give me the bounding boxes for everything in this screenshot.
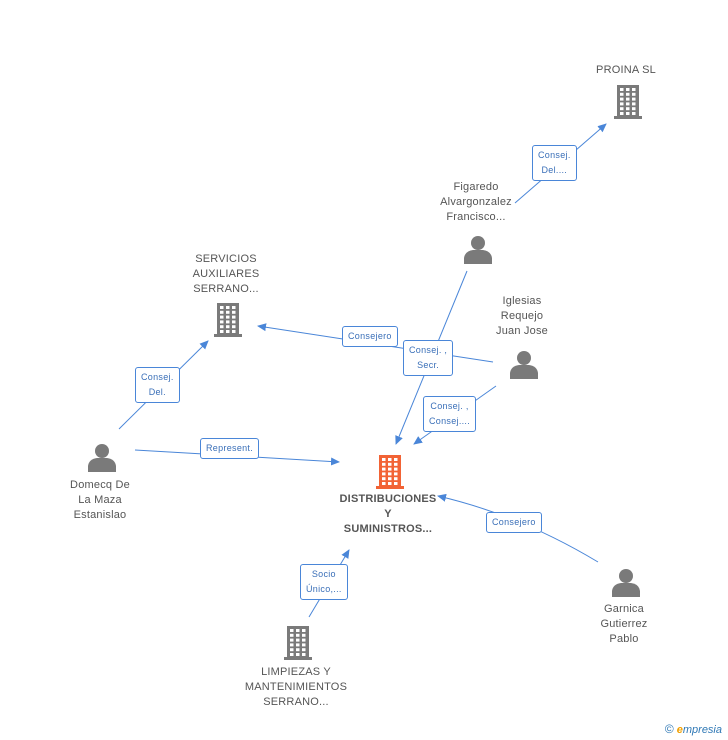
node-label-line: Alvargonzalez	[440, 196, 512, 208]
building-icon[interactable]	[214, 303, 242, 337]
node-label-line: SUMINISTROS...	[343, 523, 433, 535]
node-label-line: MANTENIMIENTOS	[244, 681, 348, 693]
node-label-servicios[interactable]: SERVICIOS AUXILIARES SERRANO...	[193, 252, 260, 297]
node-label-line: Iglesias	[502, 295, 542, 307]
edge-label-line: Consej.	[141, 372, 174, 382]
edge-label-line: Único,...	[306, 584, 342, 594]
node-label-line: SERVICIOS	[195, 253, 257, 265]
edge-label-line: Secr.	[417, 360, 440, 370]
brand-name: mpresia	[682, 724, 722, 736]
node-label-line: Figaredo	[453, 181, 499, 193]
node-label-line: DISTRIBUCIONES	[339, 493, 437, 505]
building-icon[interactable]	[376, 455, 404, 489]
edge-label-iglesias-distribuciones[interactable]: Consej. , Consej....	[423, 396, 477, 432]
edge-label-line: Consej. ,	[409, 345, 448, 355]
node-label-line: Estanislao	[73, 509, 127, 521]
edge-label-line: Consej.	[538, 150, 571, 160]
edge-label-domecq-distribuciones[interactable]: Represent.	[200, 438, 260, 459]
node-label-line: Francisco...	[446, 211, 506, 223]
edge-label-iglesias-servicios[interactable]: Consejero	[342, 326, 398, 347]
edge-label-line: Consejero	[348, 331, 392, 341]
node-label-line: Garnica	[604, 603, 644, 615]
edge-label-line: Consejero	[492, 517, 536, 527]
node-label-line: Gutierrez	[600, 618, 648, 630]
person-icon[interactable]	[464, 236, 492, 264]
node-label-line: La Maza	[78, 494, 122, 506]
node-label-line: Domecq De	[70, 479, 130, 491]
edge-label-line: Del....	[541, 165, 568, 175]
edge-label-line: Consej....	[429, 416, 471, 426]
edge-label-domecq-servicios[interactable]: Consej. Del.	[135, 367, 180, 403]
edge-label-figaredo-distribuciones[interactable]: Consej. , Secr.	[403, 340, 454, 376]
building-icon[interactable]	[284, 626, 312, 660]
node-label-limpiezas[interactable]: LIMPIEZAS Y MANTENIMIENTOS SERRANO...	[245, 665, 347, 710]
node-label-line: PROINA SL	[596, 64, 656, 76]
person-icon[interactable]	[612, 569, 640, 597]
edge-label-line: Socio	[311, 569, 336, 579]
edge-label-figaredo-proina[interactable]: Consej. Del....	[532, 145, 577, 181]
node-label-line: SERRANO...	[263, 696, 329, 708]
footer-brand: ©empresia	[665, 722, 722, 736]
node-label-line: Y	[384, 508, 392, 520]
node-label-line: AUXILIARES	[192, 268, 260, 280]
person-icon[interactable]	[510, 351, 538, 379]
node-label-line: Pablo	[609, 633, 639, 645]
node-label-line: Juan Jose	[496, 325, 548, 337]
edge-label-line: Del.	[148, 387, 166, 397]
edge-label-line: Represent.	[206, 443, 254, 453]
node-label-proina[interactable]: PROINA SL	[596, 63, 656, 78]
node-label-line: SERRANO...	[193, 283, 259, 295]
copyright-icon: ©	[664, 722, 674, 736]
building-icon[interactable]	[614, 85, 642, 119]
node-label-line: Requejo	[500, 310, 544, 322]
brand-initial: e	[676, 724, 683, 736]
edge-label-garnica-distribuciones[interactable]: Consejero	[486, 512, 542, 533]
edge-label-line: Consej. ,	[430, 401, 469, 411]
person-icon[interactable]	[88, 444, 116, 472]
node-label-line: LIMPIEZAS Y	[261, 666, 331, 678]
node-label-distribuciones[interactable]: DISTRIBUCIONES Y SUMINISTROS...	[340, 492, 437, 537]
